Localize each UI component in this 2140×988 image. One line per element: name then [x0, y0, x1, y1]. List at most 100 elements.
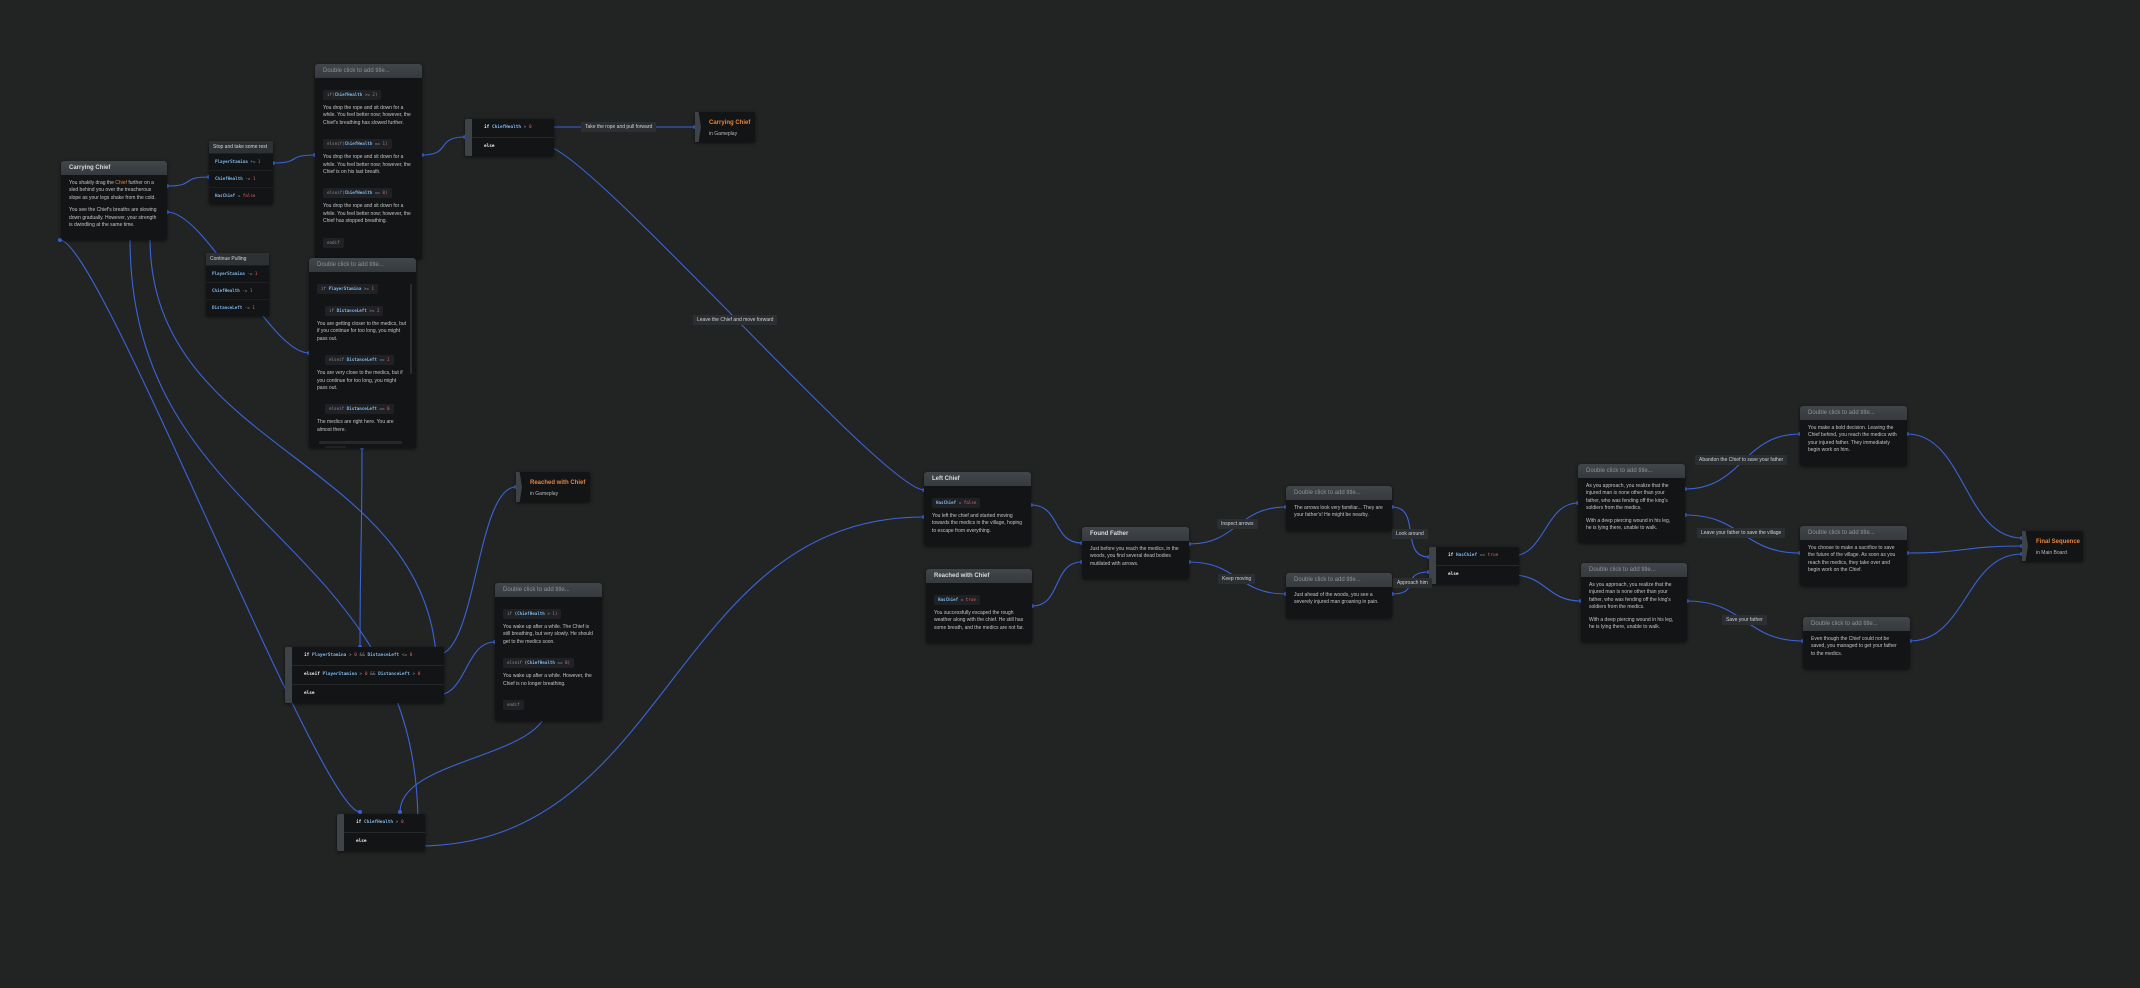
condition-branch[interactable]: else [344, 833, 425, 851]
condition-branch[interactable]: if ChiefHealth > 0 [344, 814, 425, 833]
connection-edge[interactable] [129, 237, 419, 826]
paragraph-text: You make a bold decision. Leaving the Ch… [1808, 425, 1899, 455]
text-segment: You left the chief and started moving to… [932, 513, 1023, 534]
node-title[interactable]: Double click to add title... [1800, 406, 1907, 420]
connection-edge[interactable] [436, 641, 496, 696]
edge-label-look-around[interactable]: Look around [1392, 529, 1428, 539]
edge-label-inspect-arrows[interactable]: Inspect arrows [1217, 519, 1258, 529]
node-title[interactable]: Double click to add title... [1286, 486, 1392, 500]
input-port[interactable] [398, 810, 402, 814]
choice-label[interactable]: Continue Pulling [206, 253, 269, 265]
sacrifice-node[interactable]: Double click to add title...You choose t… [1800, 526, 1907, 586]
jump-arrow-icon [2022, 531, 2028, 561]
edge-label-take-rope[interactable]: Take the rope and pull forward [581, 122, 657, 132]
node-title[interactable]: Double click to add title... [309, 258, 416, 272]
edge-label-leave-father[interactable]: Leave your father to save the village [1697, 528, 1786, 538]
script-block: endif [323, 237, 344, 248]
text-segment: == [554, 660, 566, 666]
variable-name: DistanceLeft [367, 653, 400, 658]
node-title[interactable]: Double click to add title... [495, 583, 602, 597]
node-body: As you approach, you realize that the in… [1578, 478, 1685, 543]
connection-edge[interactable] [436, 486, 517, 656]
approach-with-node[interactable]: Double click to add title... As you appro… [1578, 464, 1685, 544]
connection-edge[interactable] [1511, 574, 1582, 602]
connection-edge[interactable] [399, 703, 549, 813]
condition-branch[interactable]: else [292, 685, 444, 703]
connection-edge[interactable] [1030, 504, 1083, 544]
save-father-node[interactable]: Double click to add title...Even though … [1803, 617, 1910, 670]
node-title[interactable]: Double click to add title... [1800, 526, 1907, 540]
arrows-node[interactable]: Double click to add title...The arrows l… [1286, 486, 1392, 531]
connection-edge[interactable] [1906, 545, 2023, 554]
condition-branch[interactable]: else [1436, 566, 1519, 584]
condition-branch[interactable]: elseif PlayerStamina > 0 && DistanceLeft… [292, 666, 444, 685]
vertical-scrollbar[interactable] [410, 284, 412, 374]
jump-target-title[interactable]: Reached with Chief [530, 480, 586, 486]
connection-edge[interactable] [421, 136, 466, 156]
edge-label-keep-moving[interactable]: Keep moving [1218, 574, 1256, 584]
node-title[interactable]: Reached with Chief [926, 569, 1032, 583]
edge-label-approach-him[interactable]: Approach him [1393, 578, 1432, 588]
bold-decision-node[interactable]: Double click to add title... You make a b… [1800, 406, 1907, 466]
cond-stamina-condition[interactable]: if PlayerStamina > 0 && DistanceLeft <= … [285, 647, 444, 703]
edge-label-save-your-father[interactable]: Save your father [1722, 615, 1767, 625]
highlighted-term: Chief [115, 180, 127, 186]
paragraph-text: You see the Chief's breaths are slowing … [69, 207, 159, 229]
connection-edge[interactable] [149, 237, 438, 676]
node-title[interactable]: Double click to add title... [1581, 563, 1687, 577]
node-title[interactable]: Left Chief [924, 472, 1031, 486]
node-title[interactable]: Double click to add title... [1803, 617, 1910, 631]
node-title[interactable]: Double click to add title... [315, 64, 422, 78]
condition-branch[interactable]: else [472, 138, 554, 156]
connection-edge[interactable] [272, 154, 316, 164]
value-literal: 1 [254, 271, 258, 276]
injured-man-node[interactable]: Double click to add title...Just ahead o… [1286, 573, 1392, 618]
connection-edge[interactable] [1909, 553, 2023, 642]
node-body: You choose to make a sacrifice to save t… [1800, 540, 1907, 586]
script-block: if PlayerStamina >= 1 [317, 284, 378, 294]
text-segment: = [958, 597, 966, 602]
node-title[interactable]: Carrying Chief [61, 161, 167, 175]
text-segment: As you approach, you realize that the in… [1586, 483, 1669, 512]
node-title[interactable]: Found Father [1082, 527, 1189, 541]
connection-edge[interactable] [1511, 502, 1579, 557]
connection-edge[interactable] [166, 176, 210, 187]
connection-edge[interactable] [1031, 561, 1083, 607]
connection-edge[interactable] [417, 516, 925, 847]
edge-label-leave-chief[interactable]: Leave the Chief and move forward [693, 315, 778, 325]
approach-without-node[interactable]: Double click to add title...As you appro… [1581, 563, 1687, 643]
choice-label[interactable]: Stop and take some rest [209, 141, 273, 153]
pull-outcome-node[interactable]: Double click to add title... if PlayerSta… [309, 258, 416, 448]
jump-target-title[interactable]: Final Sequence [2036, 539, 2081, 545]
edge-label-abandon-chief[interactable]: Abandon the Chief to save your father [1695, 455, 1788, 465]
paragraph-text: You drop the rope and sit down for a whi… [323, 105, 414, 127]
connection-edge[interactable] [1906, 433, 2023, 539]
condition-branch[interactable]: if HasChief == true [1436, 547, 1519, 566]
horizontal-scrollbar[interactable] [319, 441, 402, 444]
node-title[interactable]: Double click to add title... [1286, 573, 1392, 587]
text-segment: = [235, 193, 243, 198]
connection-edge[interactable] [359, 447, 363, 648]
wake-outcome-node[interactable]: Double click to add title...if (ChiefHea… [495, 583, 602, 722]
node-body: You make a bold decision. Leaving the Ch… [1800, 420, 1907, 466]
jump-target-title[interactable]: Carrying Chief [709, 120, 751, 126]
connection-edge[interactable] [59, 239, 361, 813]
text-segment: You make a bold decision. Leaving the Ch… [1808, 425, 1897, 454]
condition-branch[interactable]: if PlayerStamina > 0 && DistanceLeft <= … [292, 647, 444, 666]
rest-outcome-node[interactable]: Double click to add title...if(ChiefHeal… [315, 64, 422, 259]
input-port[interactable] [358, 810, 362, 814]
node-title[interactable]: Double click to add title... [1578, 464, 1685, 478]
condition-branch[interactable]: if ChiefHealth > 0 [472, 119, 554, 138]
